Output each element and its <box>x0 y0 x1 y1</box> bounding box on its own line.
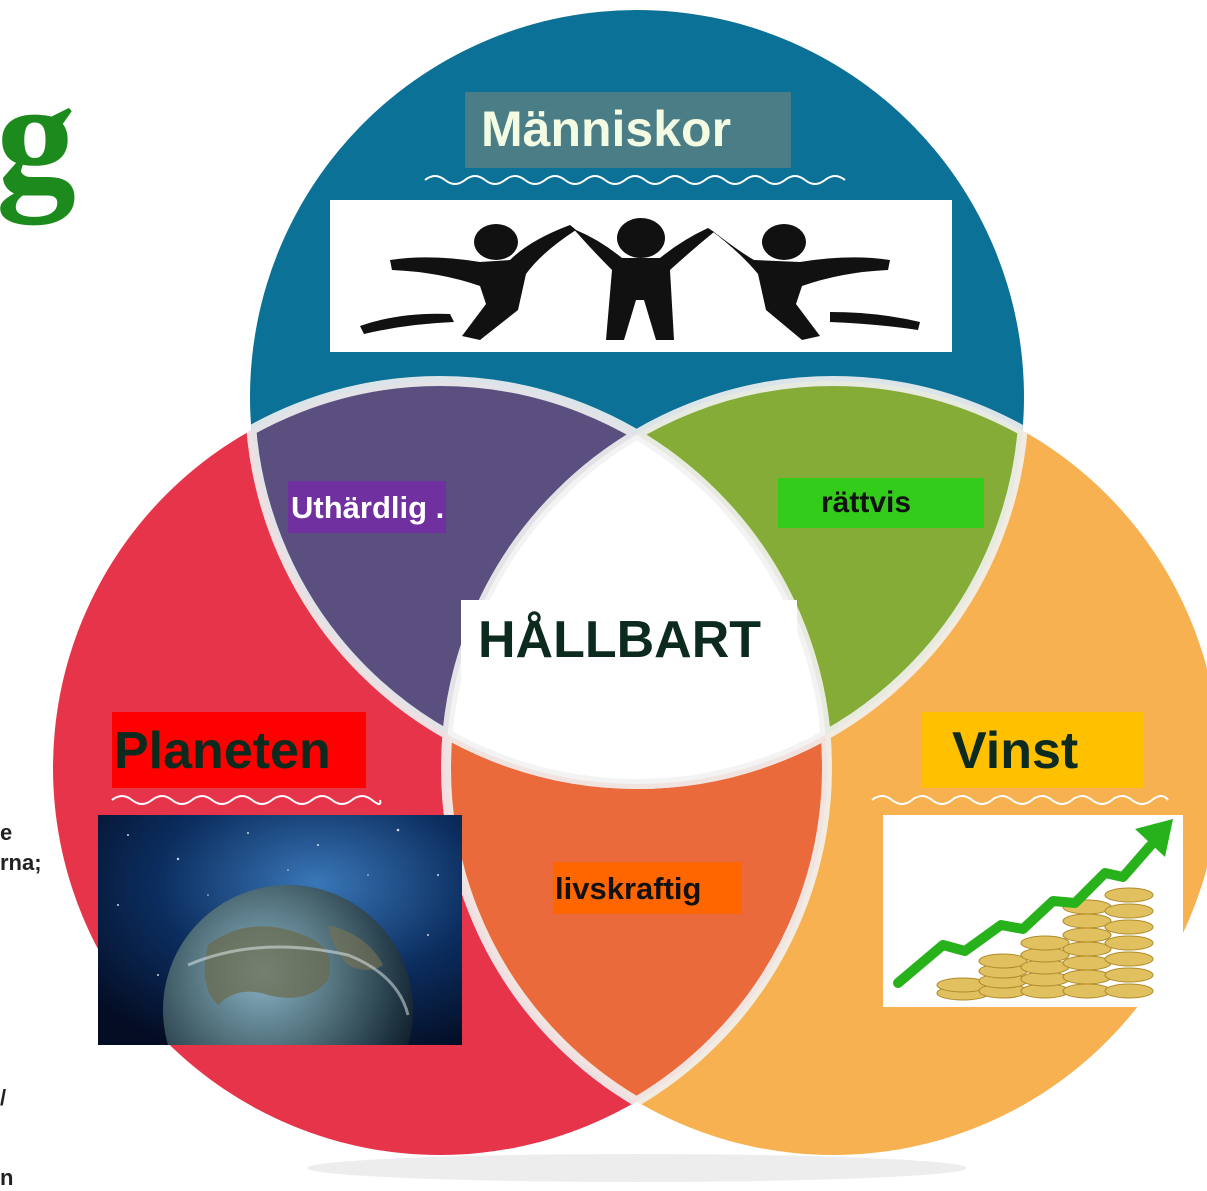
manniskor-label: Människor <box>465 92 791 168</box>
partial-text-line-4: n <box>0 1165 14 1190</box>
vinst-label: Vinst <box>922 712 1144 788</box>
partial-text-line-2: rna; <box>0 850 42 875</box>
growth-arrow-icon <box>893 819 1173 1001</box>
partial-text-line-3: / <box>0 1085 7 1110</box>
uthardlig-label: Uthärdlig . <box>288 481 447 533</box>
wave-underline-right <box>871 795 1169 805</box>
hallbart-label: HÅLLBART <box>461 600 797 678</box>
wave-underline-left <box>111 795 382 805</box>
people-silhouette-image <box>330 200 952 352</box>
livskraftig-label: livskraftig <box>553 862 741 914</box>
uthardlig-suffix: . <box>427 490 445 525</box>
earth-icon <box>98 815 462 1045</box>
rattvis-label: rättvis <box>778 478 984 528</box>
wave-underline-top <box>424 175 846 185</box>
planeten-label: Planeten <box>112 712 366 788</box>
partial-text-line-1: e <box>0 820 13 845</box>
earth-image <box>98 815 462 1045</box>
overlap-center <box>446 381 827 784</box>
partial-heading: g <box>0 47 76 225</box>
growth-coins-image <box>883 815 1183 1007</box>
uthardlig-text: Uthärdlig <box>291 490 428 525</box>
people-silhouette-icon <box>360 218 920 340</box>
